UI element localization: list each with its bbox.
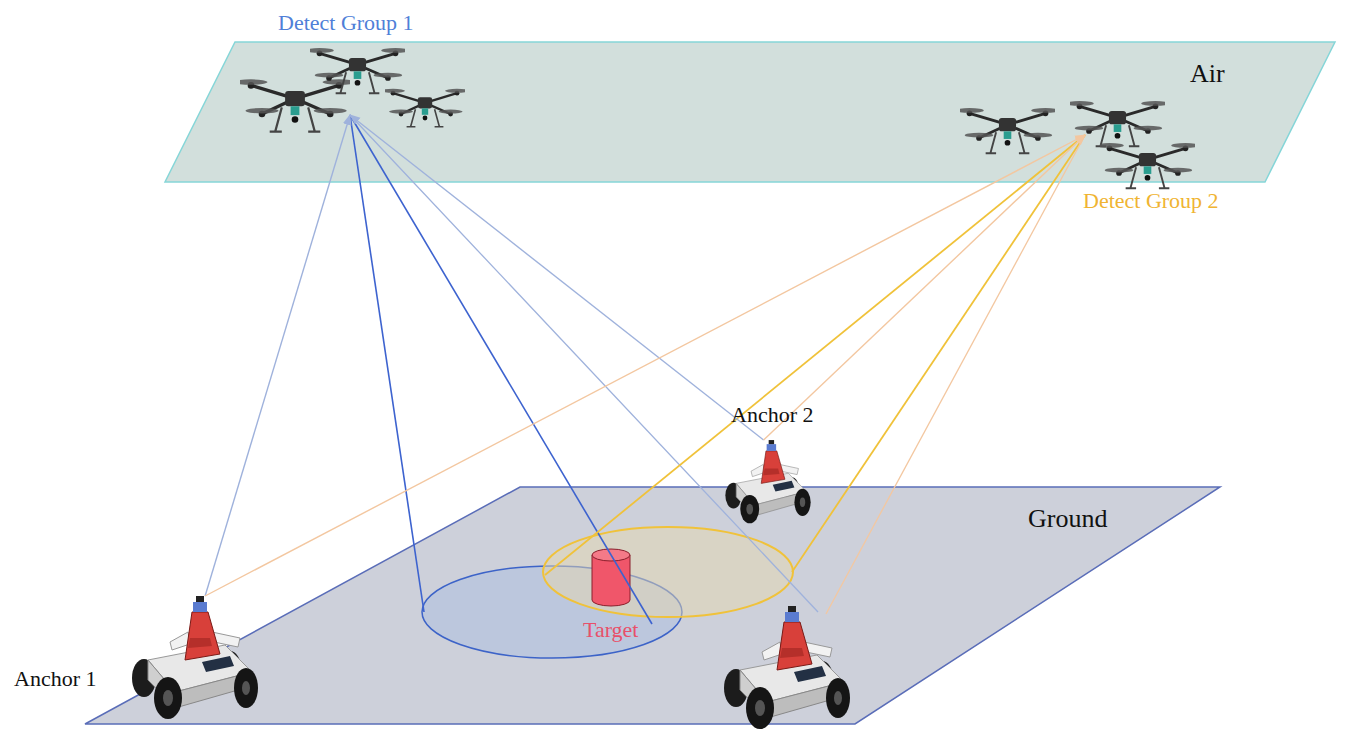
cone-lines bbox=[350, 115, 1085, 624]
plane-shape bbox=[85, 487, 1220, 724]
detect-area-1 bbox=[422, 566, 682, 658]
anchor-label: Anchor 1 bbox=[14, 666, 96, 692]
plane-label: Air bbox=[1190, 58, 1225, 89]
cone-line bbox=[350, 115, 652, 624]
rover-anchor bbox=[132, 596, 258, 719]
rovers bbox=[132, 440, 850, 729]
rover-anchor bbox=[725, 440, 810, 523]
cone-line bbox=[792, 135, 1085, 572]
target-cylinder bbox=[592, 549, 630, 606]
drone-group: Detect Group 1 bbox=[250, 45, 450, 115]
rover-anchor: Anchor 1 bbox=[138, 596, 260, 720]
cone-line bbox=[545, 135, 1085, 575]
rover-anchor bbox=[724, 606, 850, 729]
detect-area-2 bbox=[543, 527, 793, 617]
sight-line bbox=[350, 115, 764, 440]
anchor-label: Anchor 2 bbox=[731, 402, 813, 428]
detection-ellipses bbox=[422, 527, 793, 658]
drones bbox=[235, 48, 1200, 188]
drone bbox=[381, 89, 469, 127]
plane-label: Ground bbox=[1028, 503, 1107, 534]
anchor-line bbox=[350, 115, 818, 612]
air-plane: Air Detect Group 1 Detect Group 2 bbox=[165, 42, 1335, 182]
sight-line bbox=[205, 115, 350, 596]
target-label: Target bbox=[583, 617, 638, 643]
drone bbox=[1065, 101, 1170, 146]
drone bbox=[955, 108, 1060, 153]
drone bbox=[305, 48, 410, 93]
target-node: Target bbox=[580, 545, 660, 645]
drone bbox=[235, 79, 356, 131]
sight-line bbox=[764, 135, 1085, 440]
group-heading: Detect Group 1 bbox=[278, 10, 414, 36]
sight-line bbox=[205, 135, 1085, 596]
anchor-line bbox=[826, 135, 1085, 614]
drone bbox=[1095, 143, 1200, 188]
drone-group: Detect Group 2 bbox=[975, 95, 1195, 135]
group-heading: Detect Group 2 bbox=[1083, 188, 1219, 214]
cone-line bbox=[350, 115, 424, 612]
plane-outline bbox=[165, 42, 1335, 182]
plane-shape bbox=[165, 42, 1335, 182]
ground-plane: GroundTarget Anchor 1 bbox=[85, 487, 1220, 724]
